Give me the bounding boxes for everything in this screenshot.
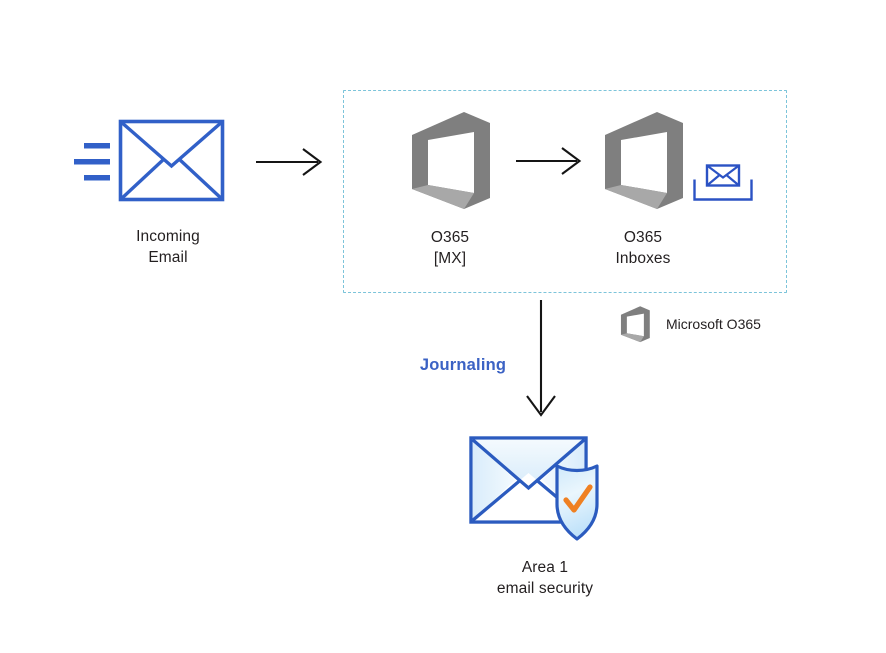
office-365-logo-icon — [605, 112, 683, 209]
arrow-down-icon — [526, 300, 556, 417]
edge-incoming-to-mx — [255, 145, 327, 179]
legend-label-microsoft-o365: Microsoft O365 — [666, 316, 761, 332]
node-label-o365-mx: O365 [MX] — [430, 229, 470, 267]
inbox-tray-envelope-icon — [693, 164, 753, 201]
speed-lines-icon — [74, 143, 110, 181]
node-o365-mx — [404, 110, 496, 210]
node-label-area1-email-security: Area 1 email security — [496, 559, 594, 597]
edge-mx-to-inboxes — [515, 144, 587, 178]
arrow-right-icon — [256, 148, 323, 176]
envelope-icon — [74, 119, 225, 202]
office-365-logo-icon — [412, 112, 490, 209]
o365-zone — [343, 90, 787, 293]
arrow-right-icon — [516, 147, 582, 175]
edge-label-journaling: Journaling — [419, 356, 507, 374]
node-label-incoming-email: Incoming Email — [136, 228, 200, 266]
inbox-tray-envelope-icon — [692, 160, 754, 204]
node-o365-inboxes — [597, 110, 689, 210]
envelope-shield-check-icon — [469, 436, 599, 541]
legend-microsoft-o365: Microsoft O365 — [618, 302, 798, 346]
node-label-o365-inboxes: O365 Inboxes — [615, 229, 671, 267]
node-incoming-email — [70, 112, 235, 212]
office-365-logo-icon — [620, 306, 650, 343]
edge-journaling — [523, 300, 559, 422]
node-area1-email-security — [468, 432, 628, 550]
